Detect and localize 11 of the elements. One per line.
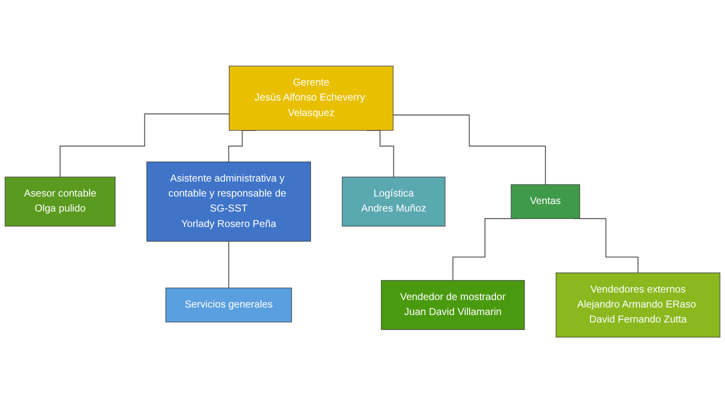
connector (60, 114, 230, 178)
node-box: Asesor contable Olga pulido (4, 177, 116, 227)
node-box: Gerente Jesús Alfonso Echeverry Velasquez (228, 66, 394, 132)
node-box: Asistente administrativa y contable y responsable de SG-SST Yorlady Rosero Peña (146, 162, 311, 242)
node-box: Ventas (510, 184, 580, 220)
connector (228, 241, 230, 289)
node-box: Servicios generales (165, 288, 292, 323)
node-box: Logística Andres Muñoz (342, 177, 446, 227)
node-box: Vendedores externos Alejandro Armando ERaso David Fernando Zutta (556, 272, 720, 338)
connector (392, 114, 546, 186)
node-box: Vendedor de mostrador Juan David Villamarin (380, 280, 525, 330)
